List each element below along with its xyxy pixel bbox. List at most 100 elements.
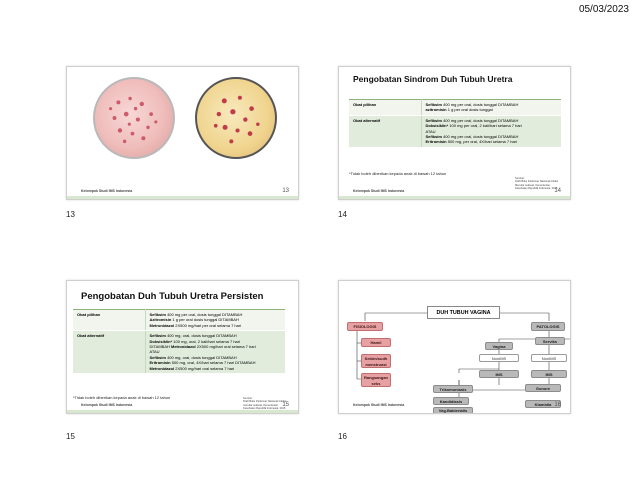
table-row-value: Sefiksim 400 mg per oral, dosis tunggal … [421,99,561,116]
node-hamil: Hamil [361,338,391,347]
regimen-text: 100 mg, oral, 2 kali/hari selama 7 hari [172,338,240,344]
diagram-title: DUH TUBUH VAGINA [427,306,500,319]
slide-thumbnail-13[interactable]: Kelompok Studi IMS Indonesia 13 [66,66,299,200]
regimen-text: 2X500 mg/hari oral selama 7 hari [195,344,256,350]
drug-name: Sefiksim [149,354,166,360]
node-vagina: Vagina [485,342,513,350]
slide-footer-bar [67,196,298,199]
node-gonore: Gonore [525,384,561,392]
regimen-text: 1 g per oral dosis tunggal [446,107,493,113]
node-trikomoniasis: Trikomoniasis [433,385,473,393]
table-footnote: *Tidak boleh diberikan kepada anak di ba… [349,171,447,176]
slide-number-label: 13 [66,210,75,219]
regimen-line: Azitromisin 1 g per oral dosis tunggal D… [150,317,282,322]
slide-footer-bar [67,410,298,413]
regimen-text: 1 g per oral dosis tunggal DITAMBAH [171,317,239,323]
node-kandidiasis: Kandidiasis [433,397,469,405]
regimen-line: Eritromisin 500 mg, per oral, 4X/hari se… [426,139,558,144]
regimen-text: 2X500 mg/hari per oral selama 7 hari [174,322,242,328]
regimen-line: ATAU [426,129,558,134]
drug-name: Sefiksim [149,312,166,317]
regimen-line: Sefiksim 400 mg, oral, dosis tunggal DIT… [150,355,282,360]
slide-number-label: 16 [338,432,347,441]
drug-name: Azitromisin [149,317,172,323]
regimen-text: 2X500 mg/hari oral selama 7 hari [174,365,235,371]
node-rangsangan-seks: Rangsangan seks [361,373,391,387]
regimen-line: Sefiksim 400 mg per oral, dosis tunggal … [426,134,558,139]
table-footnote: *Tidak boleh diberikan kepada anak di ba… [73,395,171,400]
regimen-line: Metronidazol 2X500 mg/hari oral selama 7… [150,366,282,371]
drug-name: Metronidazol [149,322,175,328]
table-row-label: Obat alternatif [73,330,146,375]
regimen-text: 100 mg per oral, 2 kali/hari selama 7 ha… [448,123,522,129]
regimen-text: 400 mg, oral, dosis tunggal DITAMBAH [165,333,237,339]
slide-page-number: 16 [554,402,561,408]
regimen-line: Eritromisin 500 mg, oral, 4X/hari selama… [150,360,282,365]
regimen-line: Metronidazol 2X500 mg/hari per oral sela… [150,323,282,328]
slide-thumbnail-14[interactable]: Pengobatan Sindrom Duh Tubuh Uretra Obat… [338,66,571,200]
regimen-text: 400 mg per oral, dosis tunggal DITAMBAH [441,117,519,123]
table-row-value: Sefiksim 400 mg per oral, dosis tunggal … [421,115,561,148]
regimen-text: 400 mg per oral, dosis tunggal DITAMBAH [441,102,519,107]
drug-name: Doksisiklin* [149,338,173,344]
node-ims-vagina: IMS [479,370,519,378]
source-line: Kesehatan Republik Indonesia, 2015 [515,186,558,190]
regimen-line: Doksisiklin* 100 mg per oral, 2 kali/har… [426,123,558,128]
regimen-text: 400 mg, oral, dosis tunggal DITAMBAH [165,354,237,360]
slide-thumbnail-15[interactable]: Pengobatan Duh Tubuh Uretra Persisten Ob… [66,280,299,414]
table-row-label: Obat pilihan [73,309,146,332]
regimen-line: Sefiksim 400 mg per oral, dosis tunggal … [150,312,282,317]
slide-footer: Kelompok Studi IMS Indonesia [81,403,133,407]
source-line: Sumber: [515,177,525,180]
petri-dish-image-yellow [195,77,277,159]
source-citation: Sumber:Draft Buku Pedoman Nasional Infek… [515,177,559,190]
node-sebelum-sesudah-menstruasi: Sebim/sudh menstruasi [361,354,391,368]
slide-title: Pengobatan Duh Tubuh Uretra Persisten [81,291,264,302]
regimen-line: DITAMBAH Metronidazol 2X500 mg/hari oral… [150,344,282,349]
regimen-line: Sefiksim 400 mg per oral, dosis tunggal … [426,102,558,107]
drug-name: Doksisiklin* [425,123,449,129]
node-nonims-vagina: NonIMS [479,354,519,362]
slide-page-number: 13 [282,188,289,194]
node-ims-serviks: IMS [531,370,567,378]
source-line: Menular seksual, Kementerian [515,183,551,187]
node-vag-bakterialis: Vag.Bakterialis [433,407,473,413]
regimen-text: 500 mg, oral, 4X/hari selama 7 hari DITA… [170,360,256,366]
drug-name: Sefiksim [425,117,442,123]
node-fisiologis: FISIOLOGIS [347,322,383,331]
regimen-line: azitromisin 1 g per oral dosis tunggal [426,107,558,112]
regimen-line: Doksisiklin* 100 mg, oral, 2 kali/hari s… [150,339,282,344]
drug-name: Metronidazol [149,365,175,371]
source-line: Draft Buku Pedoman Nasional Infeksi [515,180,559,184]
slide-page-number: 14 [554,188,561,194]
diagram-connectors [356,312,570,399]
slide-thumbnail-16[interactable]: DUH TUBUH VAGINA FISIOLOGIS PATOLOGIS Ha… [338,280,571,414]
slide-number-label: 15 [66,432,75,441]
regimen-line: ATAU [150,349,282,354]
regimen-text: DITAMBAH [149,344,171,350]
regimen-text: ATAU [149,349,160,355]
drug-name: azitromisin [425,107,447,113]
source-line: Kesehatan Republik Indonesia, 2015 [243,406,286,410]
regimen-text: 400 mg per oral, dosis tunggal DITAMBAH [165,312,243,317]
slide-footer: Kelompok Studi IMS Indonesia [353,403,405,407]
regimen-text: 500 mg, per oral, 4X/hari selama 7 hari [446,139,517,145]
slide-number-label: 14 [338,210,347,219]
slide-page-number: 15 [282,402,289,408]
drug-name: Metronidazol [170,344,196,350]
drug-name: Sefiksim [425,134,442,140]
regimen-text: ATAU [425,128,436,134]
source-citation: Sumber:Draft Buku Pedoman Nasional Infek… [243,397,287,410]
slide-title: Pengobatan Sindrom Duh Tubuh Uretra [353,74,513,84]
node-nonims-serviks: NonIMS [531,354,567,362]
node-klamidia: Klamidia [525,400,561,408]
table-row-value: Sefiksim 400 mg, oral, dosis tunggal DIT… [145,330,285,375]
source-line: Sumber: [243,397,253,400]
regimen-line: Sefiksim 400 mg, oral, dosis tunggal DIT… [150,333,282,338]
source-line: Draft Buku Pedoman Nasional Infeksi [243,400,287,404]
